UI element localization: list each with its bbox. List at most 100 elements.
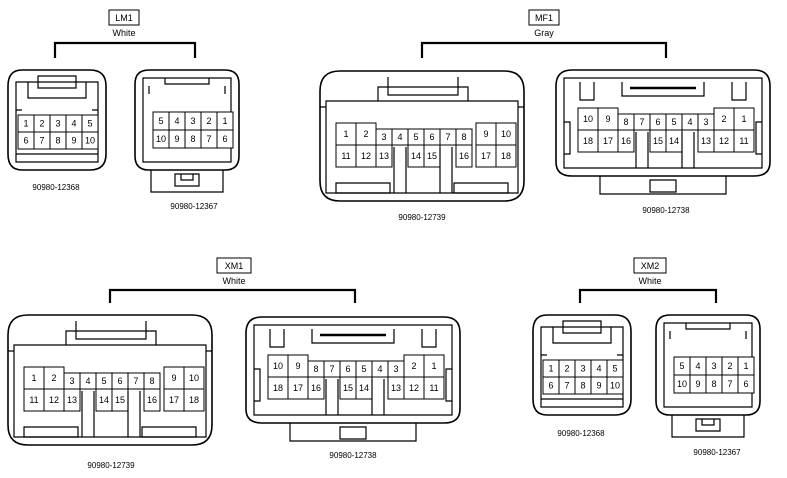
- housing-outline: [319, 70, 525, 202]
- mf1-left-pin-6: 6: [429, 132, 434, 142]
- stand: [289, 423, 417, 442]
- xm1-left-pin-5: 5: [101, 376, 106, 386]
- mf1-right-pin-15: 15: [653, 136, 663, 146]
- stand: [671, 415, 745, 438]
- mf1-right-pin-9: 9: [605, 114, 610, 124]
- group-xm2-bracket: [578, 288, 718, 303]
- lm1-left-pin-7: 7: [39, 136, 44, 146]
- side-keys: [579, 82, 747, 101]
- group-lm1-bracket: [53, 41, 197, 58]
- latch-slot: [685, 323, 731, 330]
- center-dividers: [635, 132, 695, 168]
- lm1-left-pin-3: 3: [55, 119, 60, 129]
- part-number-lm1-right: 90980-12367: [170, 202, 218, 211]
- xm1-right-pin-10: 10: [273, 361, 283, 371]
- xm1-right-pin-2: 2: [411, 361, 416, 371]
- group-lm1-color: White: [112, 28, 135, 38]
- group-xm2-name: XM2: [641, 261, 660, 271]
- xm1-left-pin-16-cell: [143, 388, 161, 412]
- stand-lock: [339, 426, 367, 440]
- mf1-left-pin-10: 10: [501, 129, 511, 139]
- xm2-right-pin-5: 5: [679, 361, 684, 371]
- xm1-left-pin-16: 16: [147, 395, 157, 405]
- xm2-right-pin-4: 4: [695, 361, 700, 371]
- xm2-right-pin-2: 2: [727, 361, 732, 371]
- mf1-left-pin-14: 14: [411, 151, 421, 161]
- group-lm1: LM1 White: [53, 9, 197, 58]
- latch-tab: [387, 77, 459, 96]
- stand-lock-inner: [701, 419, 715, 426]
- bottom-slots: [23, 426, 197, 438]
- xm1-left-pin-13-cell: [63, 388, 81, 412]
- latch-tab: [562, 320, 602, 334]
- part-number-xm2-right: 90980-12367: [693, 448, 741, 457]
- latch-slot: [621, 82, 705, 97]
- latch-slot: [311, 329, 395, 344]
- xm1-left-pin-9: 9: [171, 373, 176, 383]
- group-lm1-box: [108, 9, 140, 26]
- housing-outline: [555, 69, 771, 177]
- side-locks: [254, 368, 452, 402]
- xm1-left-pin-8: 8: [149, 376, 154, 386]
- center-dividers: [393, 147, 453, 193]
- group-lm1-name: LM1: [115, 13, 133, 23]
- xm2-left-pin-6: 6: [548, 381, 553, 391]
- mf1-left-pin-16: 16: [459, 151, 469, 161]
- housing-outline: [7, 314, 213, 446]
- housing-inner: [663, 322, 753, 408]
- latch-tab: [37, 75, 77, 89]
- xm2-right-pin-3: 3: [711, 361, 716, 371]
- xm1-right-pin-13: 13: [391, 383, 401, 393]
- xm1-right-pin-12: 12: [409, 383, 419, 393]
- bottom-slots: [335, 182, 509, 194]
- lm1-right-pin-4: 4: [174, 116, 179, 126]
- group-mf1-name: MF1: [535, 13, 553, 23]
- lm1-right-pin-8: 8: [190, 134, 195, 144]
- xm1-right-pin-18: 18: [273, 383, 283, 393]
- xm1-left-pin-18-cell: [183, 388, 205, 412]
- mf1-left-pin-17: 17: [481, 151, 491, 161]
- mf1-right-pin-2: 2: [721, 114, 726, 124]
- part-number-mf1-right: 90980-12738: [642, 206, 690, 215]
- mf1-left-pin-18: 18: [501, 151, 511, 161]
- xm1-right-pin-4: 4: [377, 364, 382, 374]
- housing-inner: [142, 77, 232, 163]
- xm1-left-pin-7: 7: [133, 376, 138, 386]
- stand-lock: [649, 179, 677, 193]
- xm2-right-pin-1: 1: [743, 361, 748, 371]
- lm1-right-pin-6-cell: [216, 129, 234, 149]
- mf1-right-pin-7: 7: [639, 117, 644, 127]
- xm2-right-pin-7: 7: [727, 379, 732, 389]
- mf1-right-pin-1: 1: [741, 114, 746, 124]
- mf1-right-pin-14: 14: [669, 136, 679, 146]
- xm1-left-pin-14: 14: [99, 395, 109, 405]
- xm1-right-pin-16: 16: [311, 383, 321, 393]
- xm1-right-pin-15: 15: [343, 383, 353, 393]
- mf1-left-pin-3: 3: [381, 132, 386, 142]
- xm1-left-pin-10: 10: [189, 373, 199, 383]
- housing-inner: [325, 100, 519, 194]
- xm2-left-pin-10: 10: [610, 381, 620, 391]
- xm2-left-pin-1: 1: [548, 364, 553, 374]
- part-number-xm2-left: 90980-12368: [557, 429, 605, 438]
- mf1-right-pin-18: 18: [583, 136, 593, 146]
- mf1-left-pin-13: 13: [379, 151, 389, 161]
- mf1-left-pin-8: 8: [461, 132, 466, 142]
- housing-inner: [253, 324, 453, 416]
- lm1-right-pin-2: 2: [206, 116, 211, 126]
- xm1-right-pin-14: 14: [359, 383, 369, 393]
- stand: [599, 176, 727, 195]
- group-mf1-bracket: [420, 41, 668, 58]
- xm1-right-pin-17: 17: [293, 383, 303, 393]
- xm1-right-pin-9: 9: [295, 361, 300, 371]
- xm2-right-pin-10: 10: [677, 379, 687, 389]
- xm1-left-pin-6: 6: [117, 376, 122, 386]
- mf1-right-pin-17: 17: [603, 136, 613, 146]
- lm1-left-pin-2: 2: [39, 119, 44, 129]
- xm2-right-pin-6-cell: [737, 374, 755, 394]
